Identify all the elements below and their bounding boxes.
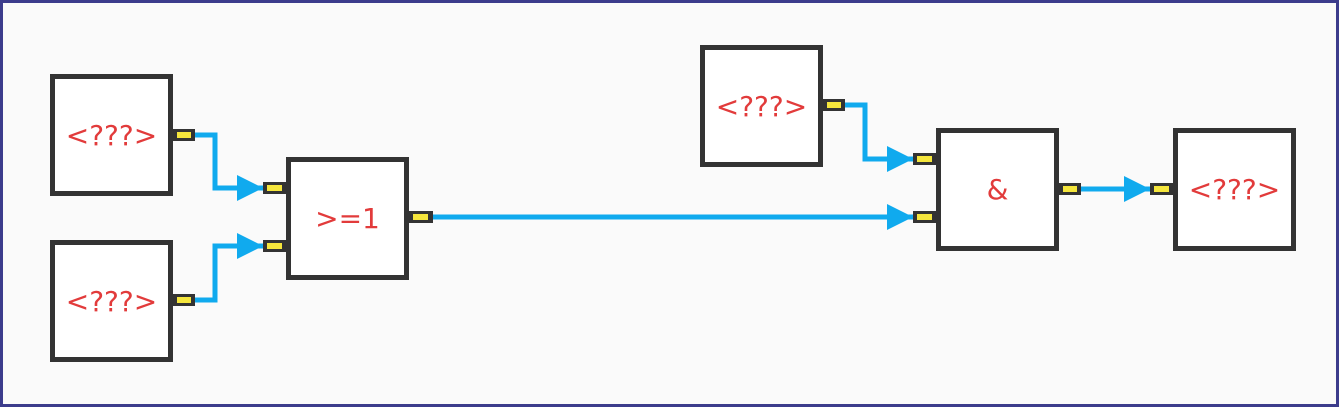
output-block[interactable]: <???> (1173, 128, 1296, 251)
input-block-2-label: <???> (65, 284, 158, 318)
output-block-label: <???> (1188, 173, 1281, 206)
input-block-3[interactable]: <???> (700, 45, 823, 167)
or-gate-label: >=1 (315, 202, 380, 235)
wire-layer (173, 99, 1174, 306)
wire-in1-to-or-gate[interactable] (195, 132, 263, 201)
input-block-3-label: <???> (715, 89, 808, 123)
output-pin-and-gate[interactable] (1059, 183, 1081, 195)
wire-in3-to-and-gate[interactable] (845, 102, 913, 172)
output-pin-in3[interactable] (823, 99, 845, 111)
wire-in2-to-or-gate[interactable] (195, 233, 263, 303)
or-gate-block[interactable]: >=1 (286, 157, 409, 280)
and-gate-label: & (986, 173, 1009, 206)
input-pin-and-gate-2[interactable] (913, 211, 937, 223)
input-pin-and-gate-1[interactable] (913, 153, 937, 165)
input-pin-or-gate-2[interactable] (263, 240, 287, 252)
input-block-1[interactable]: <???> (50, 74, 173, 196)
output-pin-or-gate[interactable] (409, 211, 433, 223)
output-pin-in2[interactable] (173, 294, 195, 306)
output-pin-in1[interactable] (173, 129, 195, 141)
input-pin-out1[interactable] (1150, 183, 1174, 195)
input-block-1-label: <???> (65, 118, 158, 152)
input-pin-or-gate-1[interactable] (263, 182, 287, 194)
and-gate-block[interactable]: & (936, 128, 1059, 251)
input-block-2[interactable]: <???> (50, 240, 173, 362)
